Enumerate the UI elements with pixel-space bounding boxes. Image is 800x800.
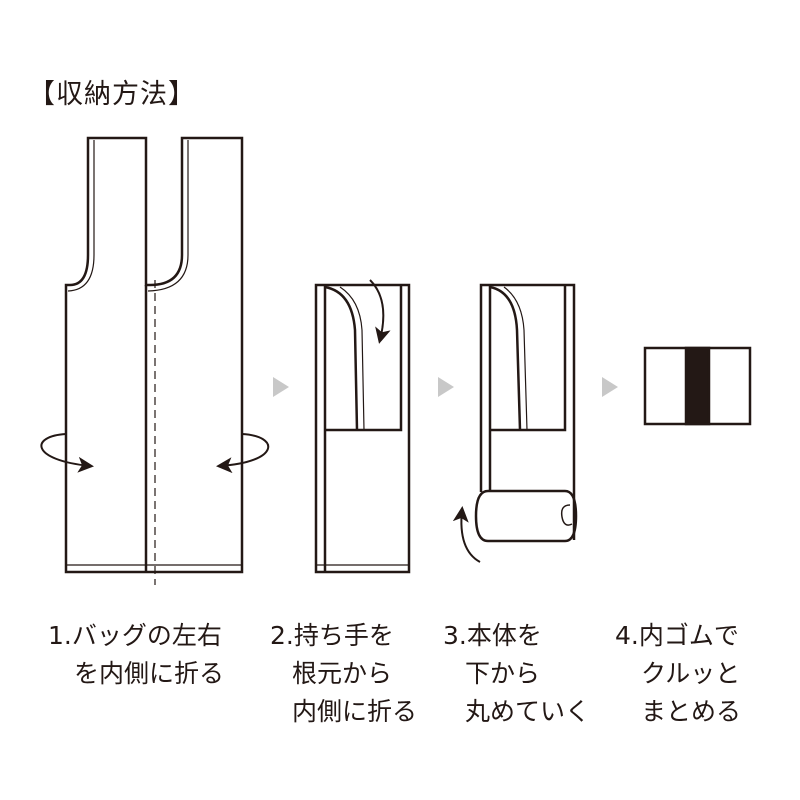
- caption-line: 内側に折る: [292, 697, 418, 726]
- caption-line: 4.内ゴムで: [615, 621, 739, 650]
- elastic-band: [684, 346, 711, 426]
- caption-line: を内側に折る: [74, 659, 225, 688]
- caption-line: クルッと: [641, 659, 741, 688]
- step4-caption: 4.内ゴムで クルッと まとめる: [615, 617, 741, 731]
- step1-caption: 1.バッグの左右 を内側に折る: [48, 617, 224, 693]
- caption-line: 3.本体を: [443, 621, 542, 650]
- step3-rolling-bag: [452, 283, 578, 563]
- fold-arrow-right: [216, 433, 270, 474]
- roll-arrow-up: [452, 506, 481, 563]
- fold-arrow-down: [369, 279, 391, 344]
- step3-caption: 3.本体を 下から 丸めていく: [443, 617, 590, 731]
- next-step-arrow-icon: [602, 377, 618, 397]
- step2-caption: 2.持ち手を 根元から 内側に折る: [270, 617, 417, 731]
- caption-line: まとめる: [641, 697, 742, 726]
- caption-line: 2.持ち手を: [270, 621, 394, 650]
- step2-folded-bag: [314, 279, 411, 574]
- caption-line: 1.バッグの左右: [48, 621, 222, 650]
- step1-open-bag: [40, 136, 270, 585]
- page-title: 【収納方法】: [28, 79, 196, 110]
- next-step-arrow-icon: [273, 377, 289, 397]
- caption-line: 丸めていく: [465, 697, 591, 726]
- caption-line: 下から: [465, 659, 541, 688]
- step4-rolled-bag: [643, 346, 752, 426]
- fold-arrow-left: [40, 433, 94, 473]
- caption-line: 根元から: [292, 659, 393, 688]
- next-step-arrow-icon: [438, 377, 454, 397]
- bag-roll: [474, 489, 578, 543]
- step-arrows: [273, 377, 618, 397]
